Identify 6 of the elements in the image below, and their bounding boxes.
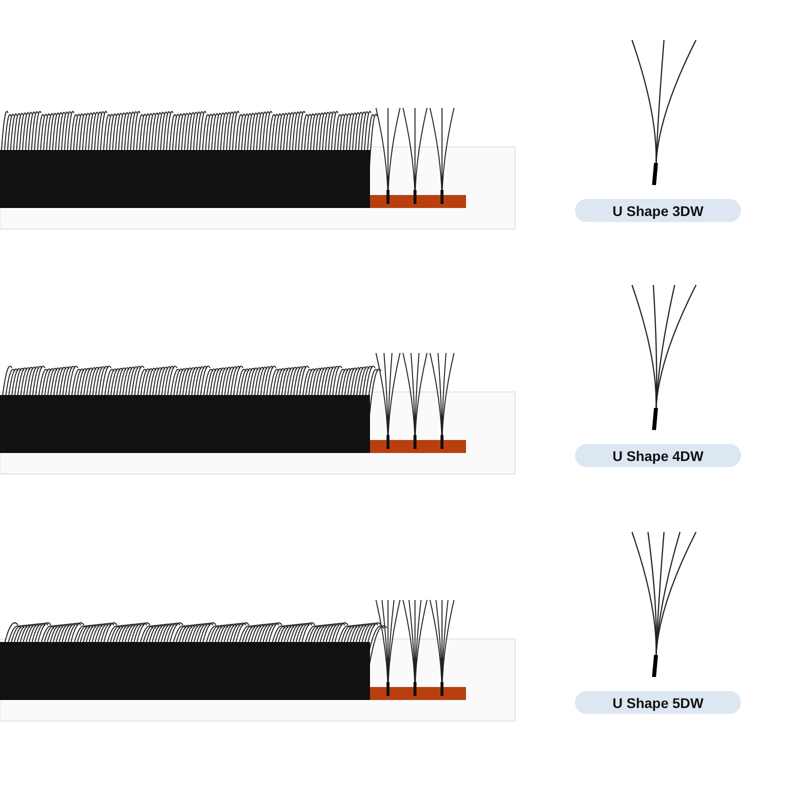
label-pill [575, 199, 741, 222]
style-label: U Shape 3DW [612, 202, 704, 218]
style-label: U Shape 5DW [612, 694, 704, 710]
label-pill [575, 691, 741, 714]
style-label: U Shape 4DW [612, 448, 704, 464]
label-pill [575, 444, 741, 467]
